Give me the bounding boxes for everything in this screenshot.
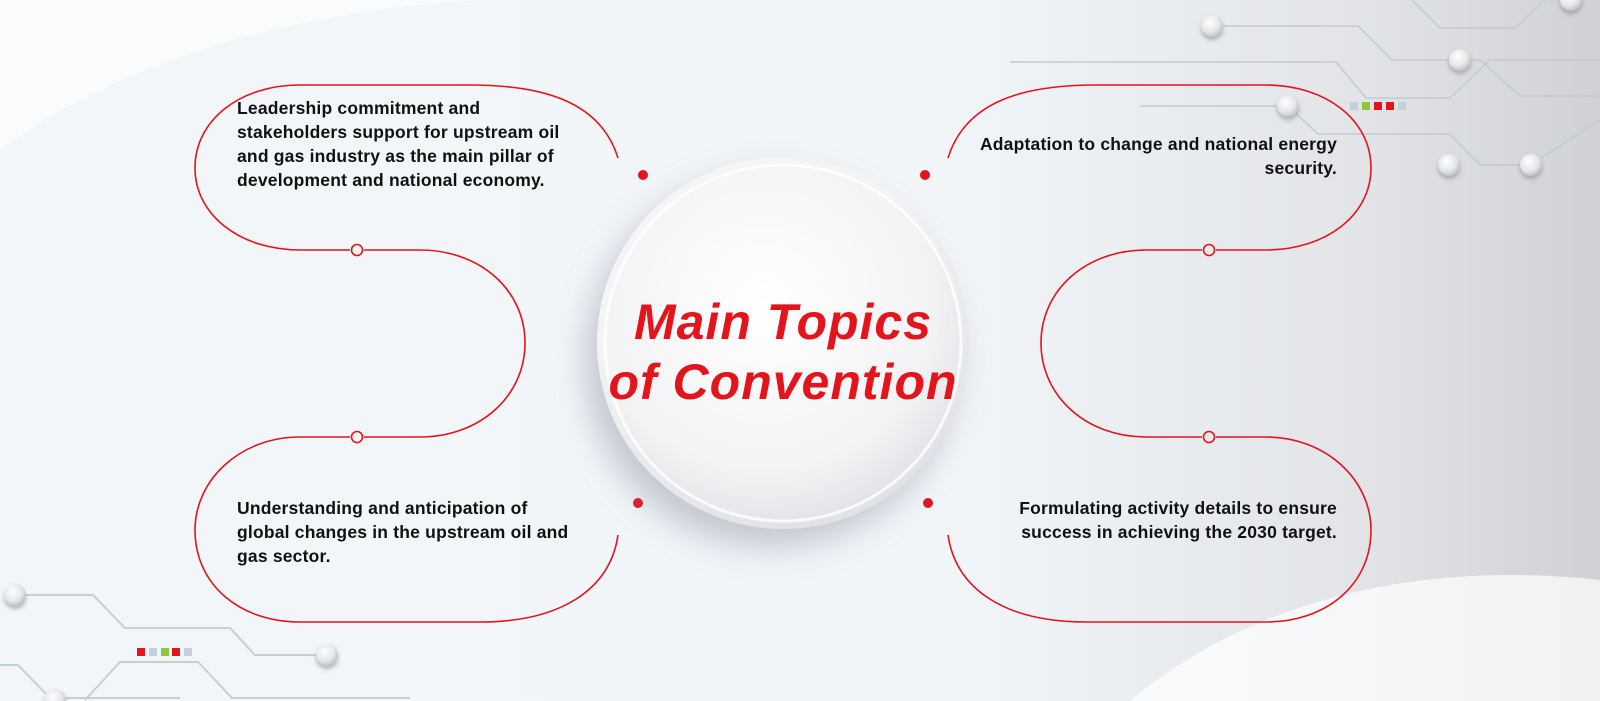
circuit-bottom-left [0, 594, 410, 701]
swoosh-top-left [0, 0, 480, 150]
connector-dots [633, 170, 933, 508]
circuit-balls-bottom-left [4, 584, 338, 701]
topic-top-left: Leadership commitment and stakeholders s… [237, 98, 560, 190]
main-title: Main Topics of Convention [600, 292, 966, 412]
center-disc [597, 157, 969, 529]
topic-bottom-right: Formulating activity details to ensure s… [1019, 498, 1337, 542]
main-title-line2: of Convention [608, 354, 958, 410]
main-title-line1: Main Topics [633, 294, 933, 350]
status-squares-bottom-left [137, 648, 192, 656]
topic-bottom-left: Understanding and anticipation of global… [237, 498, 569, 566]
circuit-balls-top-right [1201, 0, 1582, 176]
status-squares-top-right [1350, 102, 1406, 110]
topic-top-right: Adaptation to change and national energy… [979, 134, 1337, 178]
swoosh-bottom-right [1130, 575, 1600, 701]
connector-curves [194, 84, 1372, 623]
